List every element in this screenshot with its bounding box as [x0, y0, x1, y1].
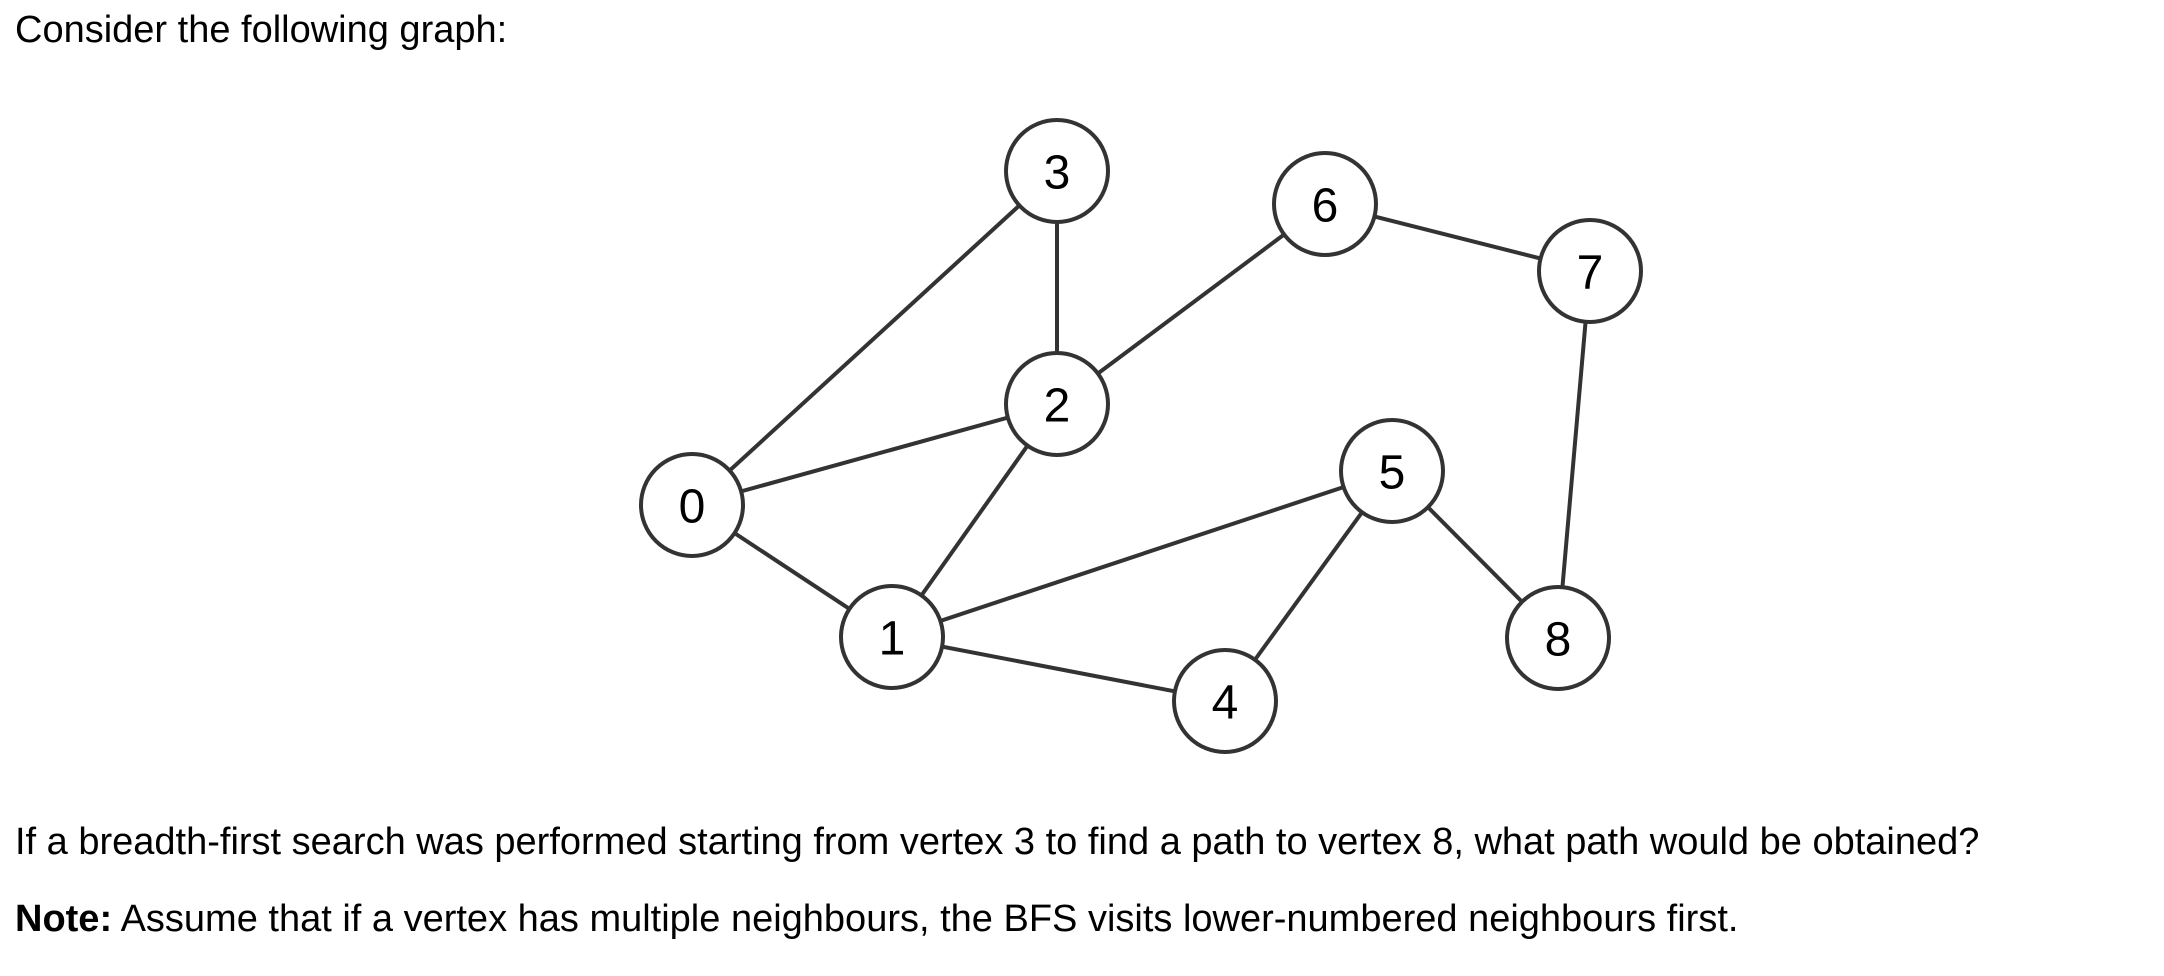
node-7-circle [1537, 218, 1643, 324]
edge-7-8 [1556, 270, 1592, 639]
node-2-circle [1004, 351, 1110, 457]
node-7-label: 7 [1577, 246, 1604, 299]
node-1: 1 [839, 584, 945, 690]
node-4-label: 4 [1212, 676, 1239, 729]
edge-1-5 [891, 469, 1393, 639]
node-0-label: 0 [679, 480, 706, 533]
node-0: 0 [639, 452, 745, 558]
node-4-circle [1172, 648, 1278, 754]
node-5: 5 [1339, 418, 1445, 524]
node-6-circle [1272, 151, 1378, 257]
note-body: Assume that if a vertex has multiple nei… [112, 898, 1739, 940]
node-6: 6 [1272, 151, 1378, 257]
page-title: Consider the following graph: [15, 9, 508, 51]
node-3-label: 3 [1044, 146, 1071, 199]
node-5-label: 5 [1379, 446, 1406, 499]
node-8-label: 8 [1545, 613, 1572, 666]
edge-0-3 [690, 169, 1059, 507]
node-0-circle [639, 452, 745, 558]
node-7: 7 [1537, 218, 1643, 324]
node-8: 8 [1505, 585, 1611, 691]
node-6-label: 6 [1312, 179, 1339, 232]
node-2-label: 2 [1044, 379, 1071, 432]
edge-0-2 [691, 402, 1058, 507]
note-text: Note: Assume that if a vertex has multip… [15, 897, 1738, 943]
node-5-circle [1339, 418, 1445, 524]
node-1-circle [839, 584, 945, 690]
question-text: If a breadth-first search was performed … [15, 821, 1980, 863]
node-3: 3 [1004, 118, 1110, 224]
node-8-circle [1505, 585, 1611, 691]
node-4: 4 [1172, 648, 1278, 754]
node-2: 2 [1004, 351, 1110, 457]
edge-2-6 [1055, 202, 1327, 406]
node-1-label: 1 [879, 612, 906, 665]
note-label: Note: [15, 898, 113, 940]
node-3-circle [1004, 118, 1110, 224]
edge-1-4 [891, 635, 1226, 703]
